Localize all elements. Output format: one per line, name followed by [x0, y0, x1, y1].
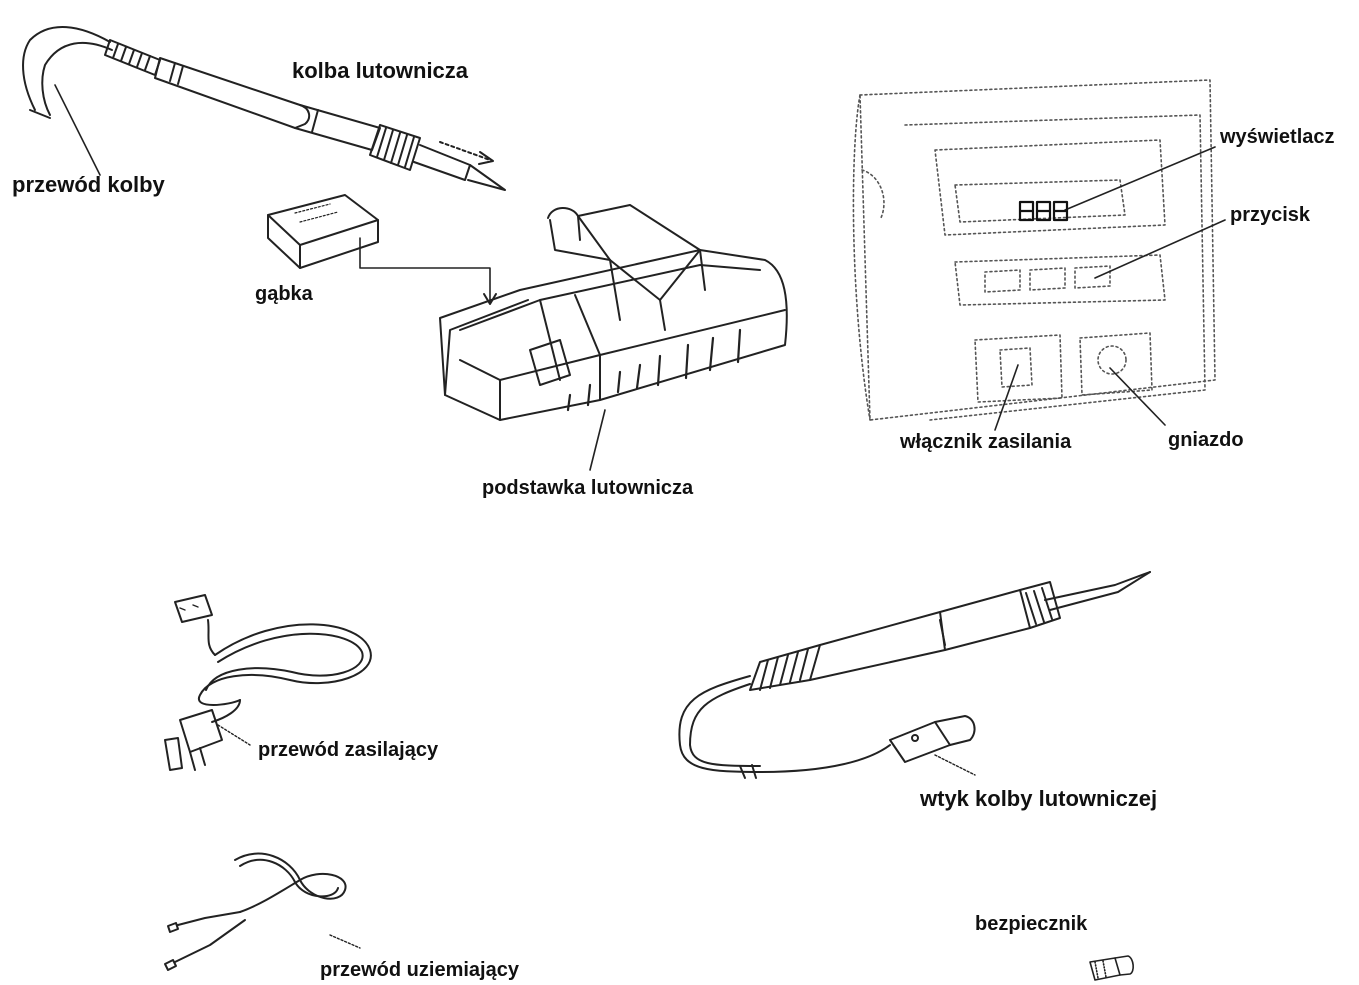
label-display: wyświetlacz: [1220, 127, 1335, 147]
iron-with-plug-drawing: [679, 572, 1150, 778]
stand-drawing: [440, 205, 787, 470]
label-fuse: bezpiecznik: [975, 914, 1087, 934]
label-soldering-iron: kolba lutownicza: [292, 60, 468, 82]
label-ground-cable: przewód uziemiający: [320, 960, 519, 980]
label-power-switch: włącznik zasilania: [900, 432, 1071, 452]
ground-cable-drawing: [165, 854, 360, 970]
label-sponge: gąbka: [255, 284, 313, 304]
label-iron-plug: wtyk kolby lutowniczej: [920, 788, 1157, 810]
label-socket: gniazdo: [1168, 430, 1244, 450]
soldering-iron-drawing: [23, 27, 505, 190]
station-drawing: [853, 80, 1215, 420]
label-button: przycisk: [1230, 205, 1310, 225]
fuse-drawing: [1090, 956, 1133, 980]
label-power-cord: przewód zasilający: [258, 740, 438, 760]
label-iron-cable: przewód kolby: [12, 174, 165, 196]
label-stand: podstawka lutownicza: [482, 478, 693, 498]
